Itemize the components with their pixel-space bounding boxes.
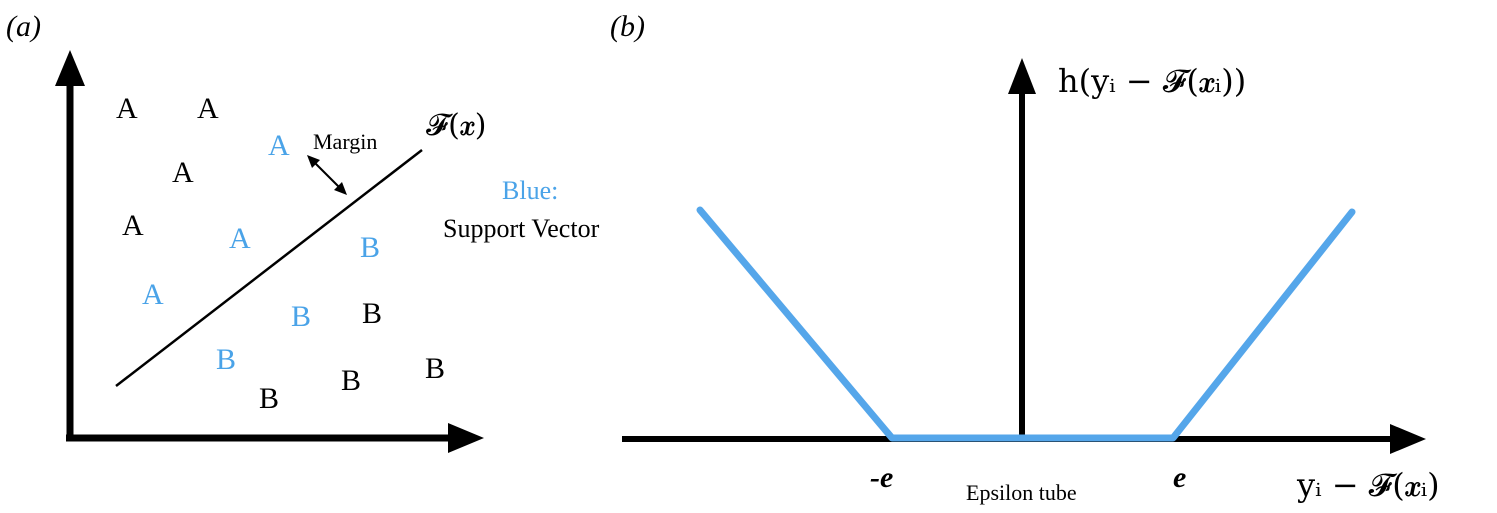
panel-b: (b) h(yᵢ − 𝓕(𝒙ᵢ)) yᵢ − 𝓕(𝒙ᵢ) -e e Epsilo…	[610, 10, 1440, 505]
decision-boundary	[115, 149, 423, 387]
point-b: B	[341, 364, 361, 397]
panel-b-label: (b)	[610, 10, 645, 43]
pos-epsilon-label: e	[1173, 461, 1186, 494]
legend-title: Blue:	[502, 176, 558, 205]
point-b: B	[425, 352, 445, 385]
point-a: A	[172, 156, 194, 189]
legend-text: Support Vector	[443, 214, 600, 243]
panel-b-x-arrow-icon	[1390, 424, 1426, 454]
epsilon-tube-label: Epsilon tube	[966, 480, 1077, 505]
panel-b-y-arrow-icon	[1008, 58, 1036, 94]
margin-arrow-head-icon	[307, 155, 320, 168]
x-axis-label: yᵢ − 𝓕(𝒙ᵢ)	[1296, 466, 1440, 504]
panel-a-label: (a)	[6, 10, 41, 43]
neg-epsilon-label: -e	[870, 461, 893, 494]
point-a: A	[116, 92, 138, 125]
support-vector-b: B	[360, 231, 380, 264]
panel-a: (a) A A A A A A A B B B B B B B Margi	[6, 10, 600, 453]
support-vector-b: B	[216, 343, 236, 376]
point-a: A	[197, 92, 219, 125]
boundary-label: 𝓕(𝒙)	[426, 108, 487, 143]
point-a: A	[122, 209, 144, 242]
epsilon-insensitive-loss	[696, 206, 1356, 442]
support-vector-a: A	[142, 278, 164, 311]
support-vector-a: A	[229, 222, 251, 255]
panel-a-y-arrow-icon	[55, 50, 85, 86]
support-vector-b: B	[291, 300, 311, 333]
y-axis-label: h(yᵢ − 𝓕(𝒙ᵢ))	[1058, 62, 1246, 100]
support-vector-a: A	[268, 129, 290, 162]
margin-arrow	[311, 159, 343, 191]
panel-a-x-arrow-icon	[448, 423, 484, 453]
point-b: B	[362, 297, 382, 330]
point-b: B	[259, 382, 279, 415]
margin-arrow-tail-icon	[334, 182, 347, 195]
margin-label: Margin	[313, 129, 377, 154]
